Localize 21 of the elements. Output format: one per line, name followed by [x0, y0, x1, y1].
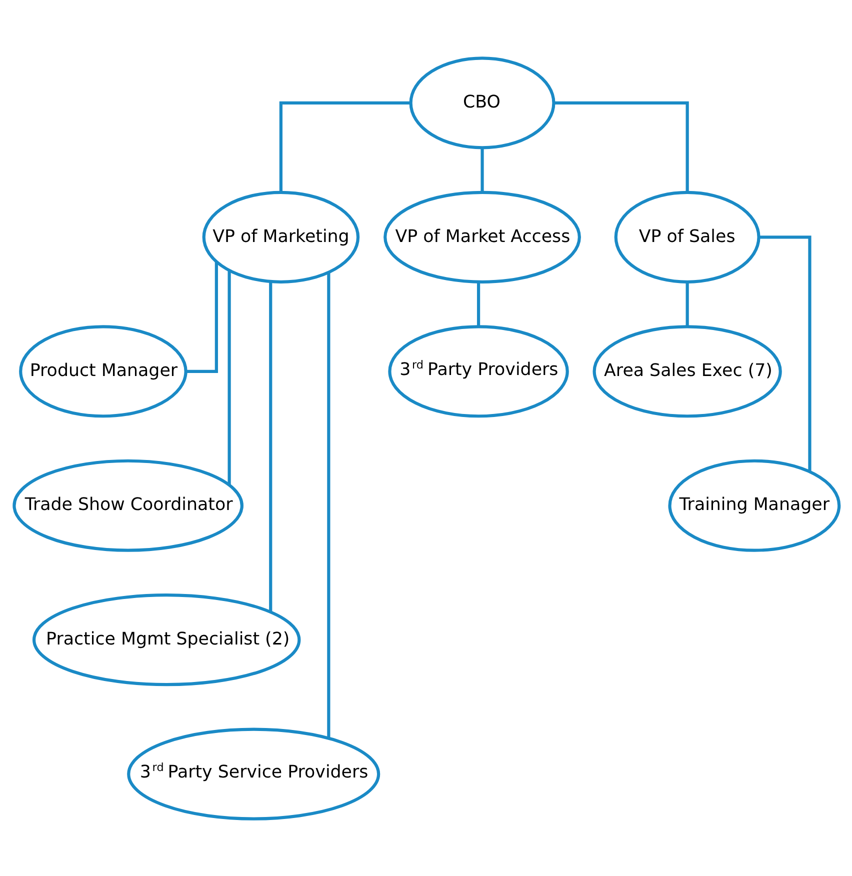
- node-ellipse: VP of Marketing: [202, 190, 360, 283]
- node-ellipse: CBO: [408, 56, 555, 149]
- node-ellipse: Practice Mgmt Specialist (2): [32, 593, 300, 686]
- node-ellipse: Product Manager: [18, 324, 187, 418]
- node-ellipse: Area Sales Exec (7): [592, 324, 782, 418]
- node-ellipse: VP of Market Access: [383, 190, 580, 283]
- node-ellipse: 3$^{rd}$ Party Providers: [388, 324, 568, 418]
- connector: [186, 262, 218, 372]
- connector: [758, 235, 811, 472]
- connector: [268, 281, 272, 612]
- node-ellipse: Trade Show Coordinator: [12, 458, 243, 552]
- node-ellipse: VP of Sales: [614, 190, 760, 283]
- connector: [326, 272, 330, 738]
- node-ellipse: Training Manager: [668, 458, 840, 552]
- connector: [553, 100, 688, 192]
- connector: [480, 148, 484, 192]
- connector: [685, 282, 688, 326]
- connector: [227, 270, 230, 484]
- connector: [476, 282, 480, 326]
- node-ellipse: 3$^{rd}$ Party Service Providers: [126, 727, 380, 820]
- connector: [278, 100, 410, 192]
